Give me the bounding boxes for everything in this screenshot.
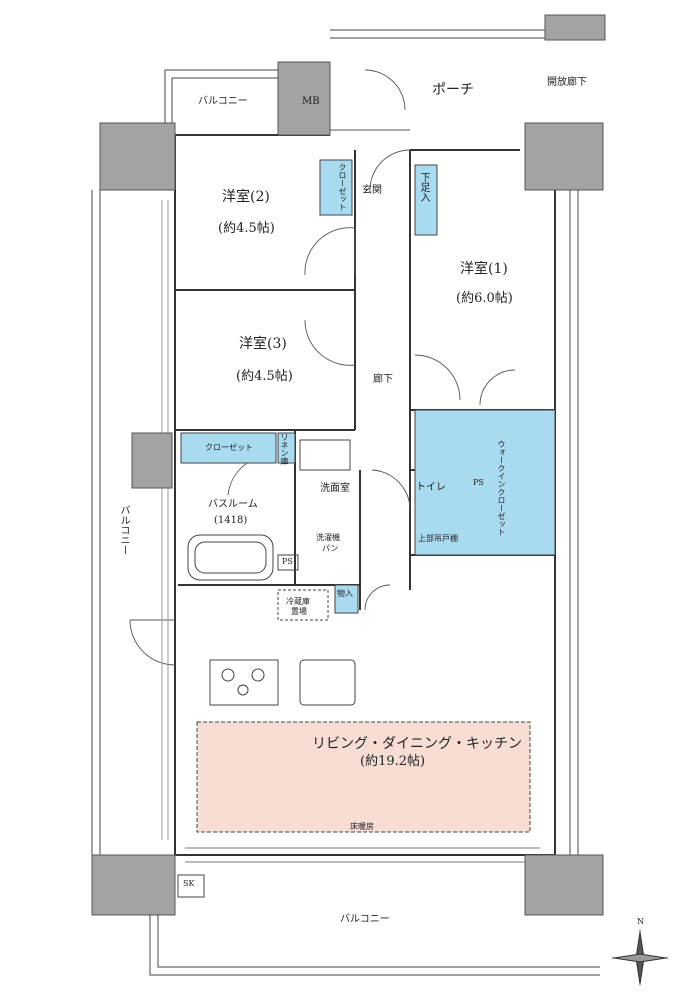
floor-heating-label: 床暖房 <box>350 822 374 831</box>
room2-label: 洋室(2) <box>222 189 270 205</box>
column-mid-left <box>131 432 173 489</box>
column-top-left <box>99 122 176 191</box>
top-balcony-railing <box>164 69 278 125</box>
sk-label: SK <box>183 879 195 888</box>
bathtub <box>187 534 274 581</box>
walkin-closet-label: ウォークインクローゼット <box>497 440 506 536</box>
compass <box>612 930 668 985</box>
stove-counter <box>209 659 279 706</box>
closet-room3-fill <box>180 432 277 464</box>
toilet-label: トイレ <box>416 482 446 493</box>
washer-pan-label-2: パン <box>322 544 339 553</box>
door-swings <box>129 69 516 666</box>
right-wall-line <box>569 190 579 860</box>
closet-room2-fill <box>319 159 353 216</box>
storage-fill <box>334 584 359 614</box>
compass-north-label: N <box>637 917 644 926</box>
closet-room3-label: クローゼット <box>205 443 253 452</box>
porch-label: ポーチ <box>432 82 474 98</box>
linen-label: リネン庫 <box>280 433 289 465</box>
bottom-window <box>185 847 540 863</box>
floor-heating-area <box>196 721 531 833</box>
left-balcony-railing <box>91 190 101 860</box>
storage-areas <box>180 159 556 614</box>
room3-label: 洋室(3) <box>239 336 287 352</box>
closet-room2-label: クローゼット <box>338 163 347 211</box>
upper-cabinet-label: 上部吊戸棚 <box>418 534 458 543</box>
room2-area: (約4.5帖) <box>218 221 275 236</box>
column-mb <box>277 61 331 136</box>
ps-box-bath <box>277 554 299 571</box>
bathtub-inner <box>194 541 267 574</box>
linen-fill <box>277 432 296 464</box>
bottom-balcony-label: バルコニー <box>340 914 390 925</box>
fridge-label-1: 冷蔵庫 <box>286 597 310 606</box>
column-bottom-left <box>91 854 176 916</box>
bottom-balcony-railing <box>149 915 600 976</box>
burner-2 <box>251 668 265 682</box>
entrance-label: 玄関 <box>362 185 382 196</box>
room1-area: (約6.0帖) <box>456 291 513 306</box>
fridge-space <box>277 589 329 621</box>
washroom-label: 洗面室 <box>320 483 350 494</box>
storage-label: 物入 <box>337 589 353 598</box>
top-balcony-label: バルコニー <box>198 96 248 107</box>
burner-3 <box>237 684 249 696</box>
left-balcony-label: バルコニー <box>118 505 129 555</box>
column-top-right <box>524 122 604 191</box>
structural-columns <box>91 14 606 916</box>
ps-bath-label: PS <box>282 557 293 566</box>
fridge-label-2: 置場 <box>291 607 307 616</box>
column-bottom-right <box>524 854 604 916</box>
kitchen-sink <box>299 659 356 706</box>
shoe-cabinet-fill <box>414 164 438 236</box>
column-top-edge <box>544 14 606 41</box>
shoe-cabinet-label: 下足入 <box>418 172 429 202</box>
sk-box <box>177 874 205 898</box>
bathroom-label: バスルーム <box>208 499 258 510</box>
burner-1 <box>221 668 235 682</box>
left-window <box>161 200 169 840</box>
room3-area: (約4.5帖) <box>236 369 293 384</box>
ps-toilet-label: PS <box>473 478 484 487</box>
walkin-closet-fill <box>414 409 556 556</box>
bathroom-size: (1418) <box>214 515 248 526</box>
mb-label: MB <box>302 96 320 107</box>
washer-pan-label-1: 洗濯機 <box>316 533 340 542</box>
room1-label: 洋室(1) <box>460 261 508 277</box>
ldk-label: リビング・ダイニング・キッチン <box>312 736 522 752</box>
open-corridor-label: 開放廊下 <box>547 77 587 88</box>
hallway-label: 廊下 <box>373 374 393 385</box>
wash-basin <box>299 439 351 471</box>
ldk-area: (約19.2帖) <box>360 754 426 769</box>
